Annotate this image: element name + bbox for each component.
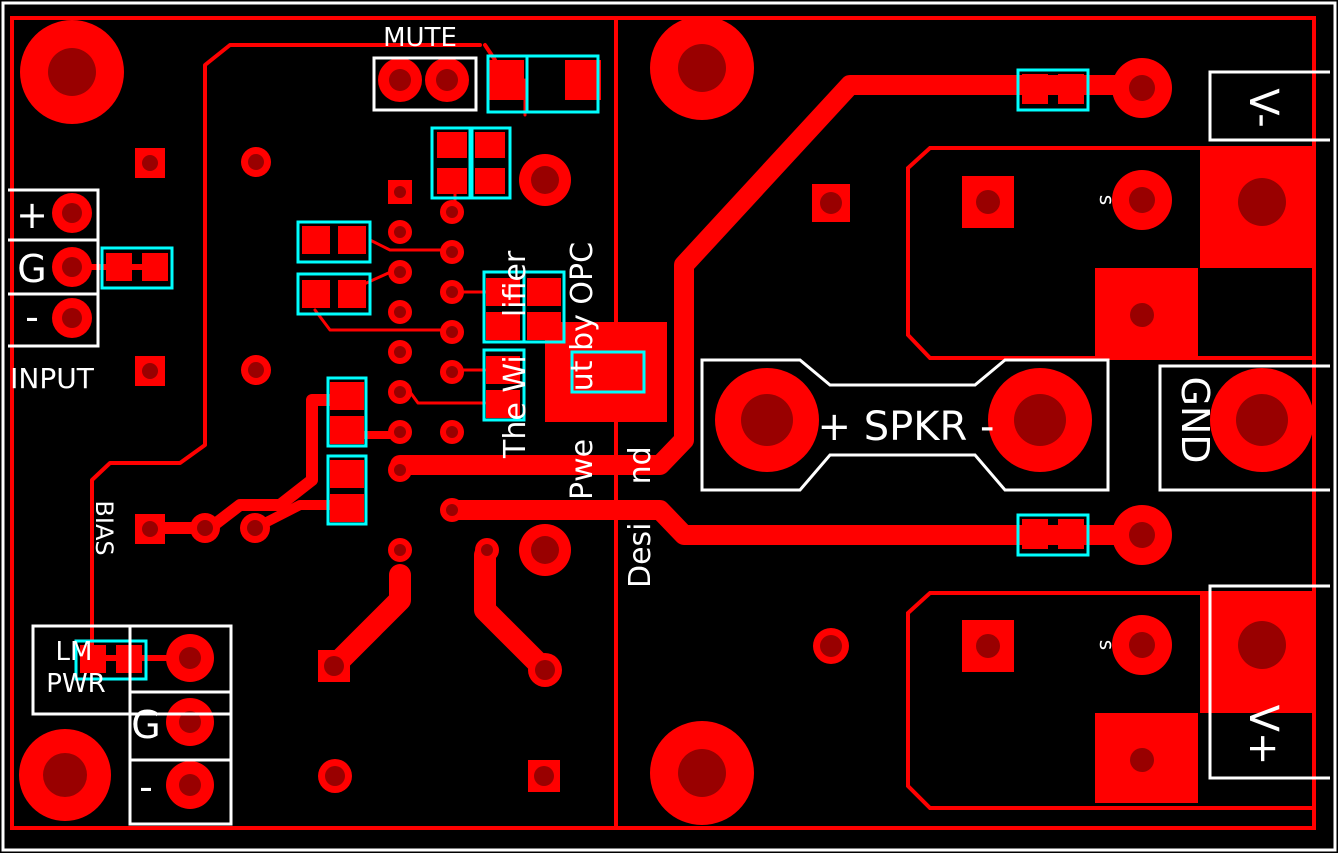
title-line-3: Desi nd <box>623 446 658 588</box>
pwr-label: PWR <box>46 669 105 699</box>
v-minus-label: V- <box>1240 88 1286 127</box>
s-upper-label: s <box>1095 195 1119 205</box>
bias-label: BIAS <box>90 500 118 555</box>
mounting-holes <box>19 16 1314 825</box>
title-line-1: The Wi lifier <box>498 250 533 459</box>
pwr-g-label: G <box>131 703 160 747</box>
input-label: INPUT <box>10 362 95 395</box>
title-line-2: Pwe ut by OPC <box>565 242 600 500</box>
input-minus-label: - <box>25 295 39 339</box>
lm-label: LM <box>56 637 93 667</box>
mute-label: MUTE <box>383 23 457 53</box>
gnd-label: GND <box>1173 376 1217 463</box>
v-minus-pour <box>906 146 1314 360</box>
input-g-label: G <box>17 247 46 291</box>
ground-border <box>10 16 1316 830</box>
silkscreen-outlines <box>8 56 1330 826</box>
smd-pads <box>80 60 1084 673</box>
pwr-minus-label: - <box>139 765 153 809</box>
paste-outlines <box>74 54 1090 681</box>
s-lower-label: s <box>1095 640 1119 650</box>
th-pads <box>52 58 1172 809</box>
v-plus-label: V+ <box>1240 705 1286 766</box>
v-plus-pour <box>906 591 1314 810</box>
speaker-label: + SPKR - <box>818 404 995 450</box>
input-plus-label: + <box>16 193 48 237</box>
